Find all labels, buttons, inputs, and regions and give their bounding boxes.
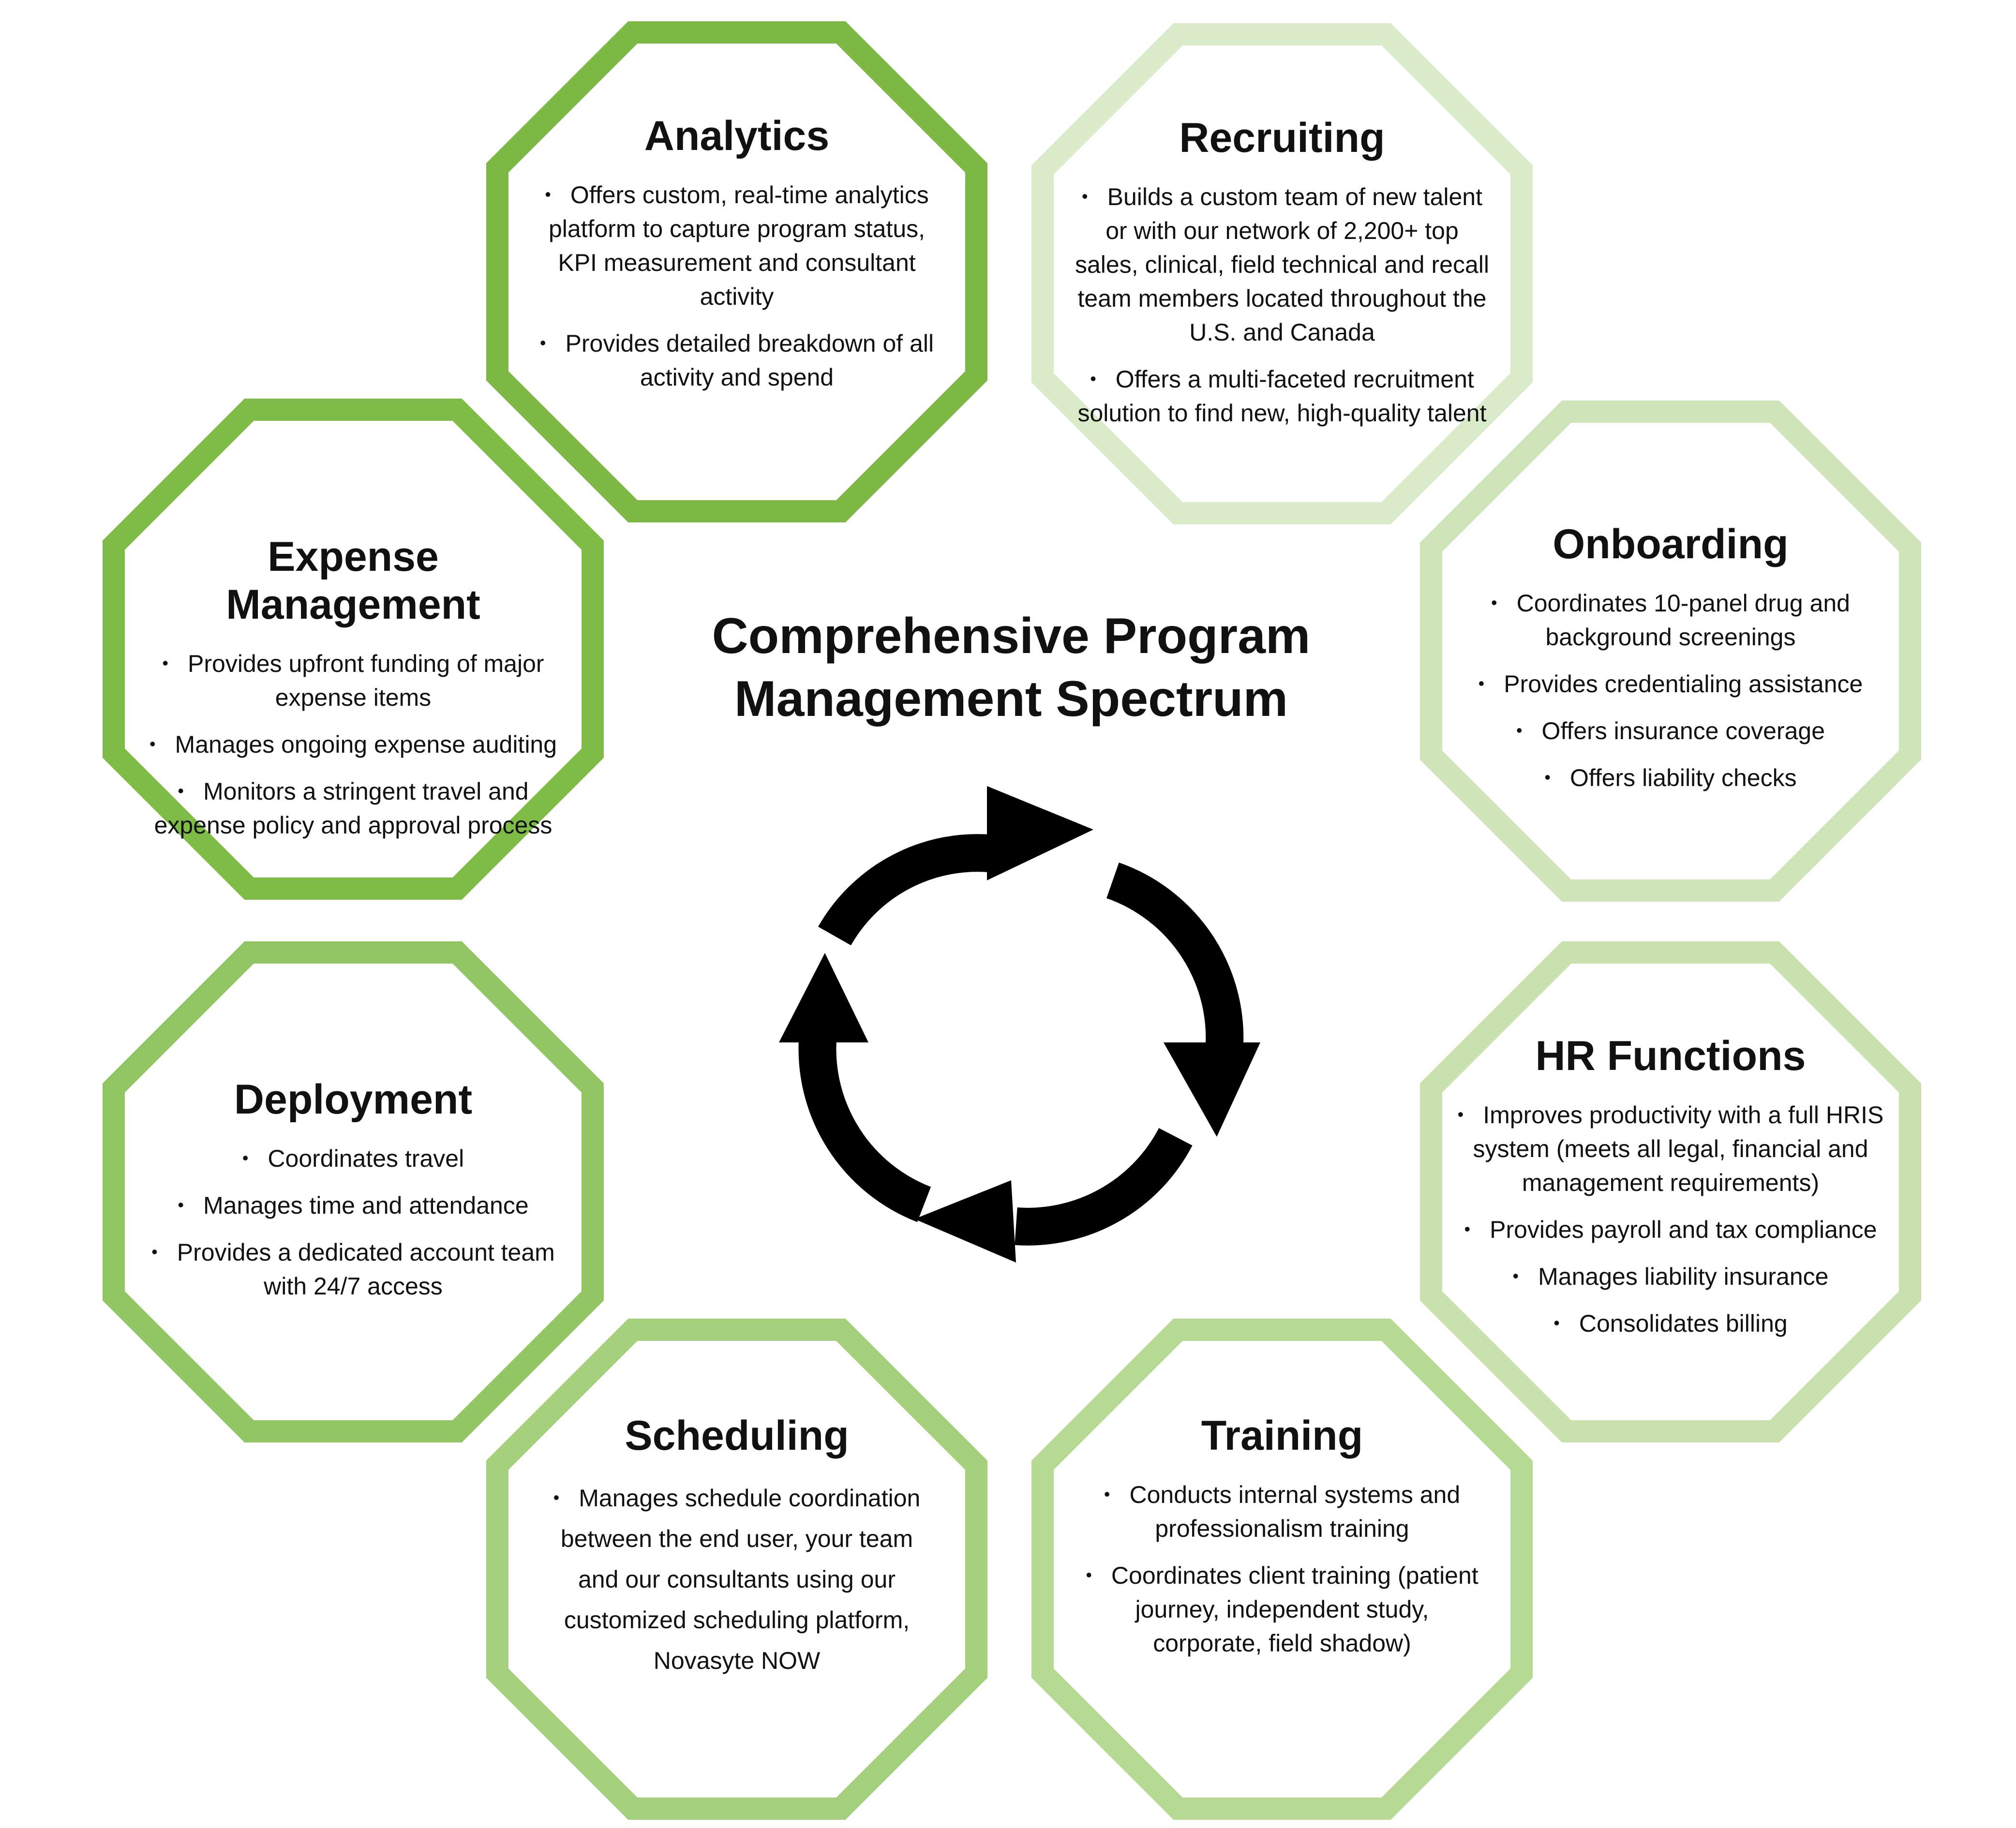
recruiting-title: Recruiting — [1179, 115, 1385, 161]
hr-functions-title: HR Functions — [1535, 1033, 1806, 1079]
analytics-title: Analytics — [644, 113, 830, 159]
list-item: •Provides payroll and tax compliance — [1448, 1212, 1893, 1247]
octagon-expense-management: Expense Management •Provides upfront fun… — [102, 398, 605, 901]
bullet-icon: • — [151, 1242, 158, 1262]
scheduling-title: Scheduling — [625, 1412, 849, 1459]
bullet-icon: • — [178, 1195, 184, 1215]
training-list: •Conducts internal systems and professio… — [1079, 1477, 1485, 1660]
octagon-expense-border — [103, 399, 604, 900]
list-item: •Offers a multi-faceted recruitment solu… — [1074, 362, 1490, 430]
list-item: •Manages time and attendance — [145, 1188, 561, 1222]
octagon-scheduling: Scheduling •Manages schedule coordinatio… — [485, 1318, 988, 1821]
octagon-analytics: Analytics •Offers custom, real-time anal… — [485, 20, 988, 523]
octagon-deployment-border — [103, 941, 604, 1442]
bullet-icon: • — [242, 1148, 249, 1168]
diagram-title-line-1: Comprehensive Program — [712, 608, 1311, 664]
list-item: •Provides a dedicated account team with … — [145, 1235, 561, 1303]
octagon-onboarding: Onboarding •Coordinates 10-panel drug an… — [1419, 400, 1922, 903]
list-item: •Manages schedule coordination between t… — [538, 1477, 935, 1681]
recruiting-list: •Builds a custom team of new talent or w… — [1074, 179, 1490, 430]
onboarding-title: Onboarding — [1553, 521, 1789, 567]
bullet-icon: • — [545, 184, 551, 204]
cycle-arrow-right — [1106, 862, 1260, 1137]
list-item: •Coordinates client training (patient jo… — [1079, 1558, 1485, 1660]
list-item: •Coordinates 10-panel drug and backgroun… — [1463, 586, 1879, 654]
bullet-icon: • — [1082, 186, 1088, 206]
diagram-title: Comprehensive Program Management Spectru… — [668, 605, 1355, 730]
octagon-hr-border — [1420, 941, 1921, 1442]
bullet-icon: • — [1553, 1313, 1560, 1333]
bullet-icon: • — [553, 1487, 560, 1507]
octagon-analytics-border — [486, 21, 987, 522]
bullet-icon: • — [539, 333, 546, 353]
list-item: •Provides detailed breakdown of all acti… — [529, 326, 945, 394]
octagon-deployment: Deployment •Coordinates travel •Manages … — [102, 940, 605, 1443]
list-item: •Offers insurance coverage — [1463, 713, 1879, 748]
training-title: Training — [1201, 1412, 1363, 1459]
bullet-icon: • — [1086, 1565, 1092, 1585]
octagon-scheduling-border — [486, 1319, 987, 1820]
bullet-icon: • — [1090, 369, 1096, 388]
bullet-icon: • — [1104, 1484, 1110, 1504]
octagon-recruiting: Recruiting •Builds a custom team of new … — [1030, 22, 1534, 525]
bullet-icon: • — [1544, 767, 1551, 787]
list-item: •Coordinates travel — [145, 1141, 561, 1175]
circular-arrows-icon — [779, 786, 1260, 1263]
cycle-arrow-top — [818, 786, 1093, 946]
octagon-hr-functions: HR Functions •Improves productivity with… — [1419, 940, 1922, 1443]
list-item: •Offers liability checks — [1463, 760, 1879, 795]
list-item: •Provides credentialing assistance — [1463, 667, 1879, 701]
bullet-icon: • — [1478, 673, 1485, 693]
octagon-training-border — [1031, 1319, 1533, 1820]
bullet-icon: • — [1457, 1104, 1464, 1124]
list-item: •Conducts internal systems and professio… — [1079, 1477, 1485, 1546]
cycle-arrow-left — [779, 953, 931, 1222]
expense-management-list: •Provides upfront funding of major expen… — [135, 646, 571, 842]
list-item: •Consolidates billing — [1448, 1306, 1893, 1340]
deployment-title: Deployment — [234, 1076, 473, 1123]
octagon-onboarding-border — [1420, 401, 1921, 902]
bullet-icon: • — [1464, 1219, 1471, 1239]
bullet-icon: • — [1516, 720, 1523, 740]
bullet-icon: • — [1512, 1266, 1519, 1286]
analytics-list: •Offers custom, real-time analytics plat… — [529, 178, 945, 394]
deployment-list: •Coordinates travel •Manages time and at… — [145, 1141, 561, 1303]
cycle-arrow-bottom — [914, 1128, 1193, 1263]
diagram-title-line-2: Management Spectrum — [734, 671, 1288, 727]
list-item: •Improves productivity with a full HRIS … — [1448, 1098, 1893, 1200]
octagon-recruiting-border — [1031, 23, 1533, 524]
list-item: •Offers custom, real-time analytics plat… — [529, 178, 945, 313]
bullet-icon: • — [149, 734, 156, 754]
list-item: •Builds a custom team of new talent or w… — [1074, 179, 1490, 349]
scheduling-list: •Manages schedule coordination between t… — [538, 1477, 935, 1681]
bullet-icon: • — [162, 653, 169, 673]
onboarding-list: •Coordinates 10-panel drug and backgroun… — [1463, 586, 1879, 795]
list-item: •Manages ongoing expense auditing — [135, 727, 571, 761]
octagon-training: Training •Conducts internal systems and … — [1030, 1318, 1534, 1821]
hr-functions-list: •Improves productivity with a full HRIS … — [1448, 1098, 1893, 1340]
bullet-icon: • — [178, 781, 184, 801]
bullet-icon: • — [1491, 593, 1497, 612]
list-item: •Provides upfront funding of major expen… — [135, 646, 571, 714]
list-item: •Manages liability insurance — [1448, 1259, 1893, 1293]
expense-management-title: Expense Management — [226, 534, 480, 628]
list-item: •Monitors a stringent travel and expense… — [135, 774, 571, 842]
